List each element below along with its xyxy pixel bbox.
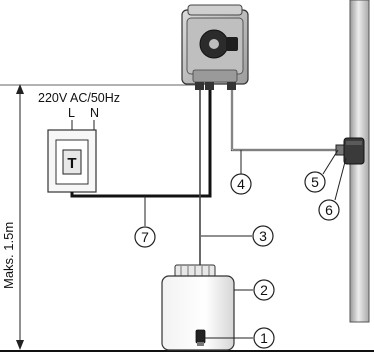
svg-text:5: 5 — [311, 174, 319, 190]
callout-3: 3 — [252, 225, 274, 247]
svg-text:3: 3 — [259, 228, 267, 244]
supply-label: 220V AC/50Hz — [38, 91, 120, 105]
callout-leaders — [144, 149, 347, 339]
neutral-label: N — [90, 106, 99, 120]
power-cable — [70, 88, 212, 198]
height-dimension — [0, 84, 196, 350]
svg-text:4: 4 — [237, 176, 245, 192]
phase-label: L — [68, 106, 75, 120]
discharge-tube — [230, 90, 340, 152]
injection-valve — [335, 137, 365, 165]
power-socket: T — [47, 129, 97, 193]
svg-text:7: 7 — [141, 229, 149, 245]
svg-text:2: 2 — [260, 282, 268, 298]
svg-text:1: 1 — [260, 330, 268, 346]
chemical-tank — [161, 264, 235, 351]
height-label: Maks. 1.5m — [1, 222, 16, 289]
svg-text:T: T — [67, 155, 76, 172]
dosing-pump — [181, 4, 249, 90]
callout-6: 6 — [318, 199, 340, 221]
foot-valve — [195, 329, 206, 346]
callout-4: 4 — [230, 173, 252, 195]
callout-1: 1 — [253, 327, 275, 349]
callout-5: 5 — [304, 171, 326, 193]
svg-text:6: 6 — [325, 202, 333, 218]
callout-2: 2 — [253, 279, 275, 301]
callout-7: 7 — [134, 226, 156, 248]
